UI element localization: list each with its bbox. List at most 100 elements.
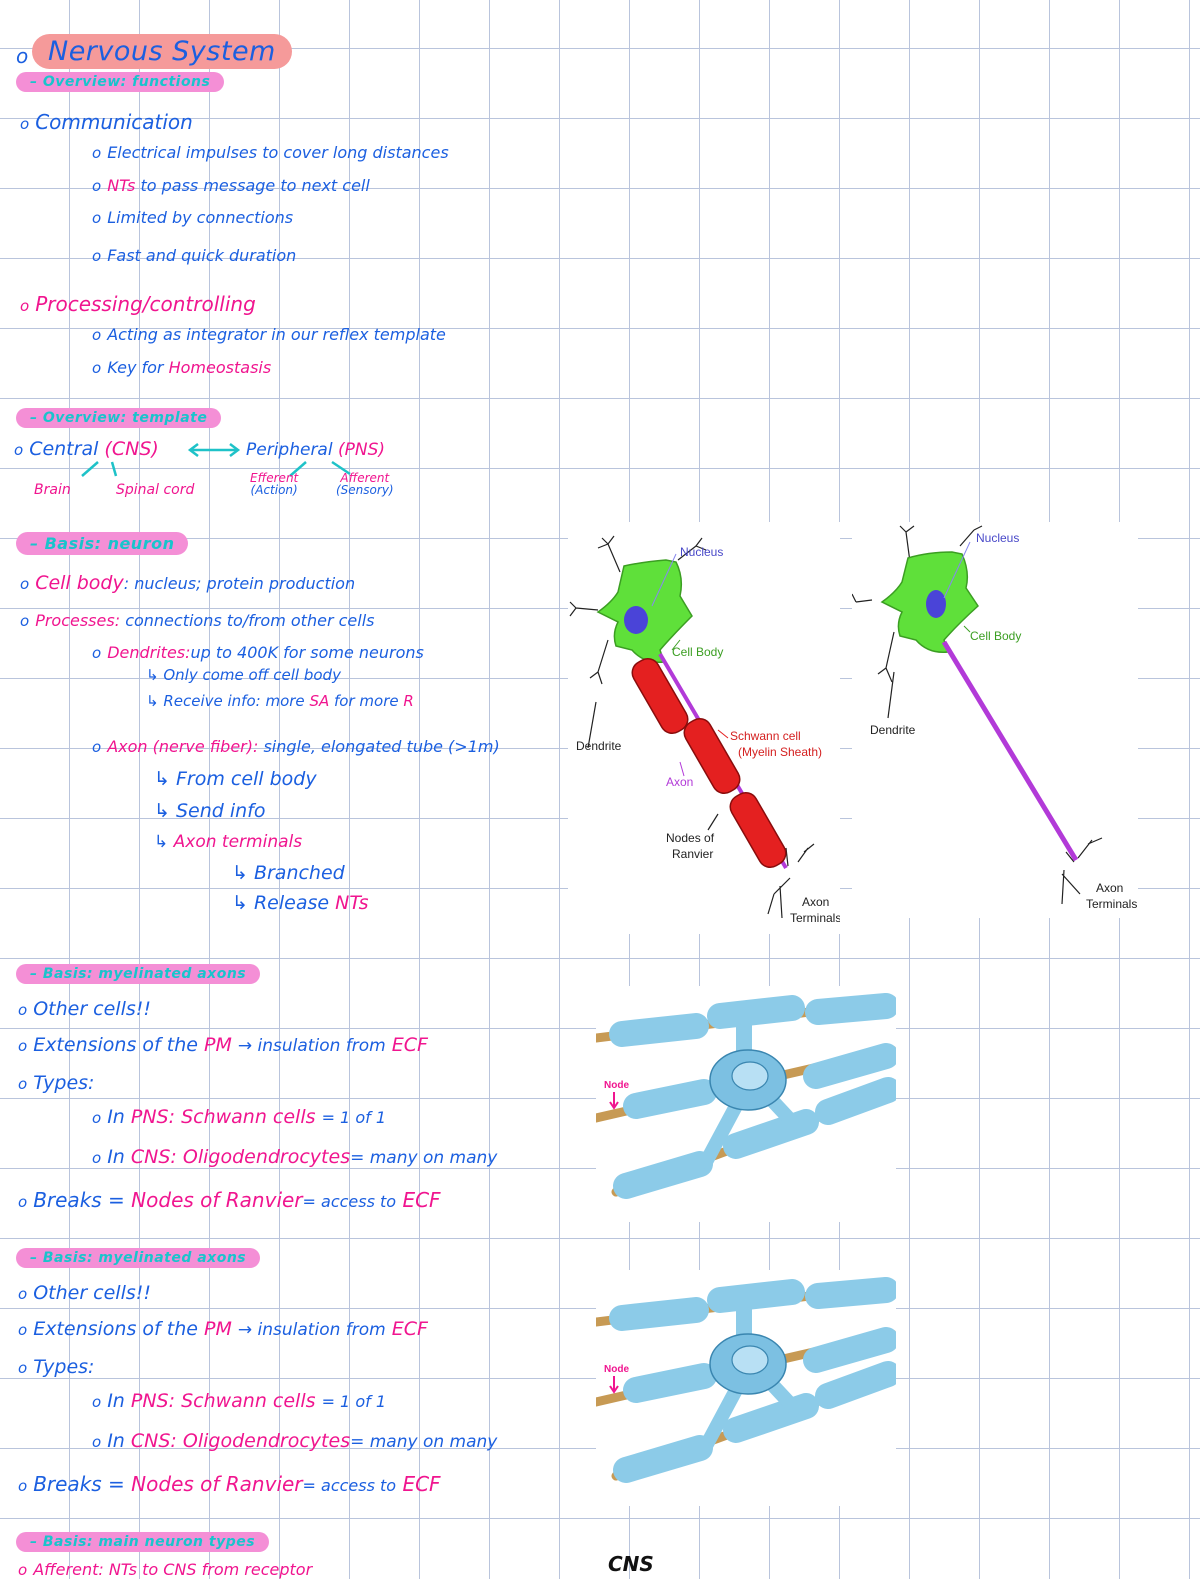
brain-label: Brain <box>34 482 71 498</box>
proc-item-2-text: Key for <box>107 358 164 377</box>
ecf-term-1: ECF <box>391 1034 428 1056</box>
label-dendrite-2: Dendrite <box>870 723 916 737</box>
afferent-sub: (Sensory) <box>336 483 394 497</box>
page-title: Nervous System <box>32 34 292 69</box>
dendrites-text: up to 400K for some neurons <box>190 643 424 662</box>
neuron-diagram-myelinated: Nucleus Cell Body Schwann cell (Myelin S… <box>568 522 841 934</box>
dendrites-sub-1: ↳ Only come off cell body <box>146 666 341 684</box>
processes-term: Processes: <box>35 611 121 630</box>
label-myelin-sheath: (Myelin Sheath) <box>738 745 822 759</box>
oligodendrocyte-diagram-1: Node <box>591 986 901 1222</box>
central-label: Central <box>29 438 99 460</box>
afferent-line-text: Afferent: NTs to CNS from receptor <box>33 1560 313 1579</box>
pm-term-1: PM <box>203 1034 232 1056</box>
section-myelinated-1: – Basis: myelinated axons <box>16 964 261 984</box>
term-sub2-text: ↳ Release <box>232 892 330 914</box>
other-cells-1-text: Other cells!! <box>33 998 152 1020</box>
peripheral-row: Peripheral (PNS) <box>246 440 385 460</box>
nts-term: NTs <box>107 176 136 195</box>
label-axon-t1: Axon <box>802 895 829 909</box>
oligodendrocyte-diagram-2: Node <box>591 1270 901 1506</box>
branch-arrows-icon <box>81 460 351 477</box>
efferent-sub: (Action) <box>250 483 298 497</box>
other-cells-2-text: Other cells!! <box>33 1282 152 1304</box>
ecf-term-1b: ECF <box>402 1188 441 1212</box>
peripheral-label: Peripheral <box>246 440 333 460</box>
label-nodes-of: Nodes of <box>666 831 715 845</box>
label-axon-t1-2: Axon <box>1096 881 1123 895</box>
r-term: R <box>403 692 414 710</box>
cns-label: (CNS) <box>104 438 159 460</box>
comm-item-2-text: to pass message to next cell <box>140 176 370 195</box>
pns-label: (PNS) <box>337 440 386 460</box>
axon-sub-1: ↳ From cell body <box>154 768 317 790</box>
cns-2-term: CNS: Oligodendrocytes <box>130 1430 351 1452</box>
processing-text: Processing/controlling <box>35 292 256 316</box>
types-1-text: Types: <box>33 1072 95 1094</box>
label-nucleus-2: Nucleus <box>976 531 1019 545</box>
label-axon-t2: Terminals <box>790 911 840 925</box>
section-overview-functions: – Overview: functions <box>16 72 225 92</box>
cns-heading: CNS <box>608 1552 654 1576</box>
cns-2-text: = many on many <box>350 1432 498 1452</box>
comm-item-3-text: Limited by connections <box>107 208 294 227</box>
nts-term-2: NTs <box>335 892 369 914</box>
efferent-label: Efferent(Action) <box>250 472 298 496</box>
dendrites-sub-2: ↳ Receive info: more SA for more R <box>146 692 414 710</box>
ecf-term-2b: ECF <box>402 1472 441 1496</box>
pns-2-in: In <box>107 1390 125 1412</box>
homeostasis-term: Homeostasis <box>168 358 272 377</box>
cns-2-in: In <box>107 1430 125 1452</box>
pns-2-text: = 1 of 1 <box>321 1392 387 1411</box>
communication-text: Communication <box>35 110 193 134</box>
sa-term: SA <box>309 692 330 710</box>
afferent-text: Afferent <box>340 471 390 485</box>
axon-sub3-arrow: ↳ <box>154 832 169 852</box>
terminals-sub-2: ↳ Release NTs <box>232 892 369 914</box>
processes-text: connections to/from other cells <box>125 611 375 630</box>
cell-body-text: : nucleus; protein production <box>123 574 356 593</box>
pns-1-in: In <box>107 1106 125 1128</box>
terminals-sub-1: ↳ Branched <box>232 862 345 884</box>
label-schwann-cell: Schwann cell <box>730 729 801 743</box>
label-nucleus: Nucleus <box>680 545 723 559</box>
comm-item-4-text: Fast and quick duration <box>107 246 297 265</box>
spinal-cord-label: Spinal cord <box>116 482 195 498</box>
label-dendrite: Dendrite <box>576 739 622 753</box>
breaks-1-text-b: = access to <box>302 1192 397 1211</box>
bidirectional-arrow-icon <box>187 443 241 457</box>
nodes-2-term: Nodes of Ranvier <box>131 1472 303 1496</box>
nodes-1-term: Nodes of Ranvier <box>131 1188 303 1212</box>
label-node-2: Node <box>604 1364 629 1375</box>
cns-1-term: CNS: Oligodendrocytes <box>130 1146 351 1168</box>
afferent-label: Afferent(Sensory) <box>336 472 394 496</box>
ecf-term-2: ECF <box>391 1318 428 1340</box>
efferent-text: Efferent <box>250 471 299 485</box>
cell-body-term: Cell body <box>35 572 124 594</box>
breaks-2-text-b: = access to <box>302 1476 397 1495</box>
title-bullet: o <box>16 44 29 68</box>
section-main-types: – Basis: main neuron types <box>16 1532 270 1552</box>
neuron-diagram-unmyelinated: Nucleus Cell Body Dendrite Axon Terminal… <box>851 522 1138 918</box>
label-cell-body-2: Cell Body <box>970 629 1021 643</box>
label-axon-t2-2: Terminals <box>1086 897 1137 911</box>
